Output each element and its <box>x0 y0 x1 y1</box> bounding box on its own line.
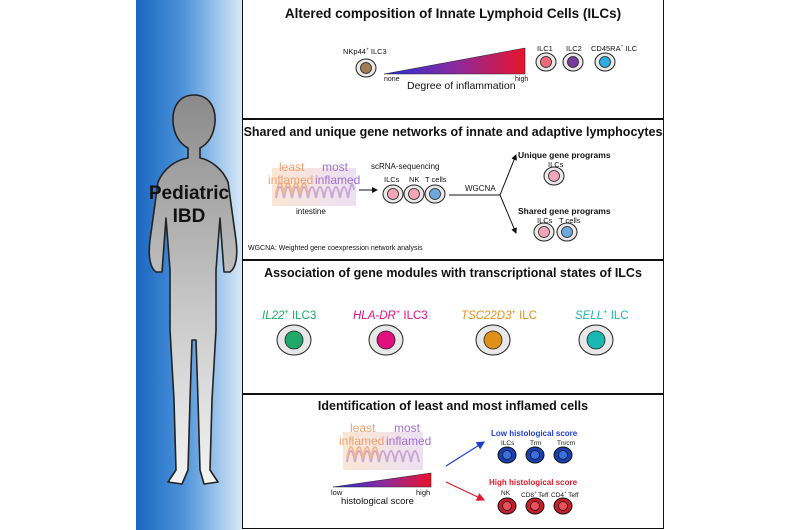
low-cell-label: Trm <box>530 440 542 447</box>
high-cell-label: CD4+ Teff <box>551 490 579 500</box>
title-line-2: IBD <box>172 206 206 227</box>
arrow-to-unique <box>499 154 517 196</box>
sell-label: SELL+ ILC <box>575 307 629 322</box>
panel1-title: Altered composition of Innate Lymphoid C… <box>284 6 622 21</box>
low-score-cell <box>553 446 573 464</box>
panel2-title: Shared and unique gene networks of innat… <box>243 125 663 139</box>
il22-label: IL22+ ILC3 <box>262 307 317 322</box>
nkp44-cell <box>355 58 377 78</box>
hladr-label: HLA-DR+ ILC3 <box>353 307 428 322</box>
high-score-cell <box>497 497 517 515</box>
il22-cell <box>276 324 312 356</box>
least-label: least <box>279 160 305 174</box>
unique-title: Unique gene programs <box>518 150 611 160</box>
wgcna-label: WGCNA <box>465 184 496 193</box>
ilc1-label: ILC1 <box>537 44 553 53</box>
shared-tcell-cell <box>556 222 578 242</box>
child-silhouette <box>148 94 238 485</box>
p4-intestine-wave <box>346 446 420 463</box>
inflammation-gradient-wedge <box>383 47 526 75</box>
low-score-cell <box>497 446 517 464</box>
p4-most-inflamed-label: inflamed <box>386 434 432 448</box>
ilc2-cell <box>562 52 584 72</box>
ilc2-label: ILC2 <box>566 44 582 53</box>
scrna-label: scRNA-sequencing <box>371 162 440 171</box>
high-score-title: High histological score <box>489 478 578 487</box>
panel4-title: Identification of least and most inflame… <box>317 399 589 413</box>
arrow-to-high-score <box>445 481 486 501</box>
shared-tcells-label: T cells <box>559 216 581 225</box>
scale-high-label: high <box>515 76 529 83</box>
panel1-graphics <box>355 47 616 78</box>
ilc1-cell <box>535 52 557 72</box>
high-score-cell <box>525 497 545 515</box>
nk-label: NK <box>409 175 420 184</box>
intestine-label: intestine <box>296 207 326 216</box>
nk-cell <box>403 184 425 204</box>
p4-scale-low-label: low <box>331 488 343 497</box>
tsc22d3-label: TSC22D3+ ILC <box>461 307 537 322</box>
scale-none-label: none <box>384 76 400 83</box>
high-cell-label: NK <box>501 490 511 497</box>
p4-scale-high-label: high <box>416 488 431 497</box>
arrow-to-shared <box>499 194 517 234</box>
shared-ilc-cell <box>533 222 555 242</box>
tcells-label: T cells <box>425 175 447 184</box>
low-cell-label: Tn/cm <box>557 440 576 447</box>
inflammation-axis-label: Degree of inflammation <box>407 80 516 92</box>
unique-ilcs-label: ILCs <box>548 160 564 169</box>
p4-least-label: least <box>350 421 376 435</box>
panel3-graphics <box>276 324 614 356</box>
p4-most-label: most <box>394 421 421 435</box>
tsc22d3-cell <box>475 324 511 356</box>
cd45ra-label: CD45RA+ ILC <box>591 44 638 53</box>
nkp44-label: NKp44+ ILC3 <box>343 47 387 56</box>
ilc-cell <box>382 184 404 204</box>
panel3-title: Association of gene modules with transcr… <box>264 266 642 280</box>
most-label: most <box>322 160 349 174</box>
arrow-to-low-score <box>445 441 486 467</box>
panel-frame <box>242 0 664 529</box>
shared-ilcs-label: ILCs <box>537 216 553 225</box>
panel-divider <box>242 118 664 120</box>
panel-divider <box>242 393 664 395</box>
tcell-cell <box>424 184 446 204</box>
high-score-cell <box>553 497 573 515</box>
least-inflamed-label: inflamed <box>268 173 314 187</box>
most-inflamed-label: inflamed <box>315 173 361 187</box>
shared-title: Shared gene programs <box>518 206 611 216</box>
wgcna-footnote: WGCNA: Weighted gene coexpression networ… <box>248 245 423 252</box>
ilcs-label: ILCs <box>384 175 400 184</box>
low-score-title: Low histological score <box>491 429 578 438</box>
unique-ilc-cell <box>543 166 565 186</box>
left-panel-title: Pediatric IBD <box>136 182 242 228</box>
p4-axis-label: histological score <box>341 496 414 507</box>
low-score-cell <box>525 446 545 464</box>
panel2-graphics <box>359 154 578 242</box>
intestine-wave <box>275 182 355 199</box>
histological-gradient-wedge <box>332 472 432 488</box>
panel4-graphics <box>332 441 573 515</box>
low-cell-label: ILCs <box>501 440 515 447</box>
hladr-cell <box>368 324 404 356</box>
sell-cell <box>578 324 614 356</box>
high-cell-label: CD8+ Teff <box>521 490 549 500</box>
title-line-1: Pediatric <box>148 183 230 204</box>
cd45ra-cell <box>594 52 616 72</box>
p4-least-inflamed-label: inflamed <box>339 434 385 448</box>
panel-divider <box>242 259 664 261</box>
